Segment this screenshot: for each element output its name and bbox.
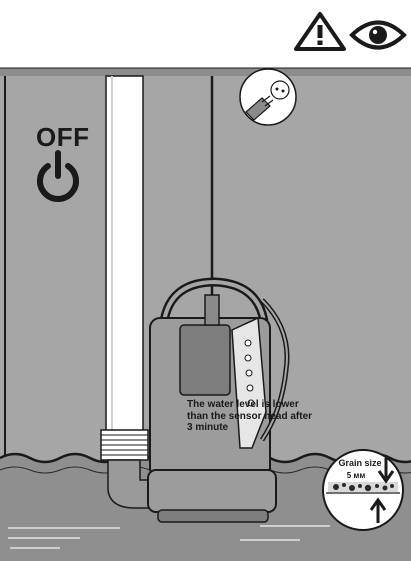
off-label: OFF bbox=[36, 122, 90, 153]
pump-foot bbox=[158, 510, 268, 522]
warning-line-1: The water level is lower bbox=[187, 399, 337, 411]
pump-base bbox=[148, 470, 276, 512]
tank-top-rim bbox=[0, 68, 411, 76]
pipe-coupling bbox=[101, 430, 148, 460]
warning-triangle-icon bbox=[296, 14, 344, 49]
warning-line-2: than the sensor head after bbox=[187, 411, 337, 423]
warning-line-3: 3 minute bbox=[187, 422, 337, 434]
eye-icon bbox=[352, 23, 404, 48]
plug-socket-icon bbox=[240, 69, 296, 125]
water-level-warning: The water level is lower than the sensor… bbox=[187, 399, 337, 434]
grain-size-value: 5 мм bbox=[336, 471, 376, 480]
pump-window bbox=[180, 325, 230, 395]
grain-size-title: Grain size bbox=[330, 458, 390, 468]
